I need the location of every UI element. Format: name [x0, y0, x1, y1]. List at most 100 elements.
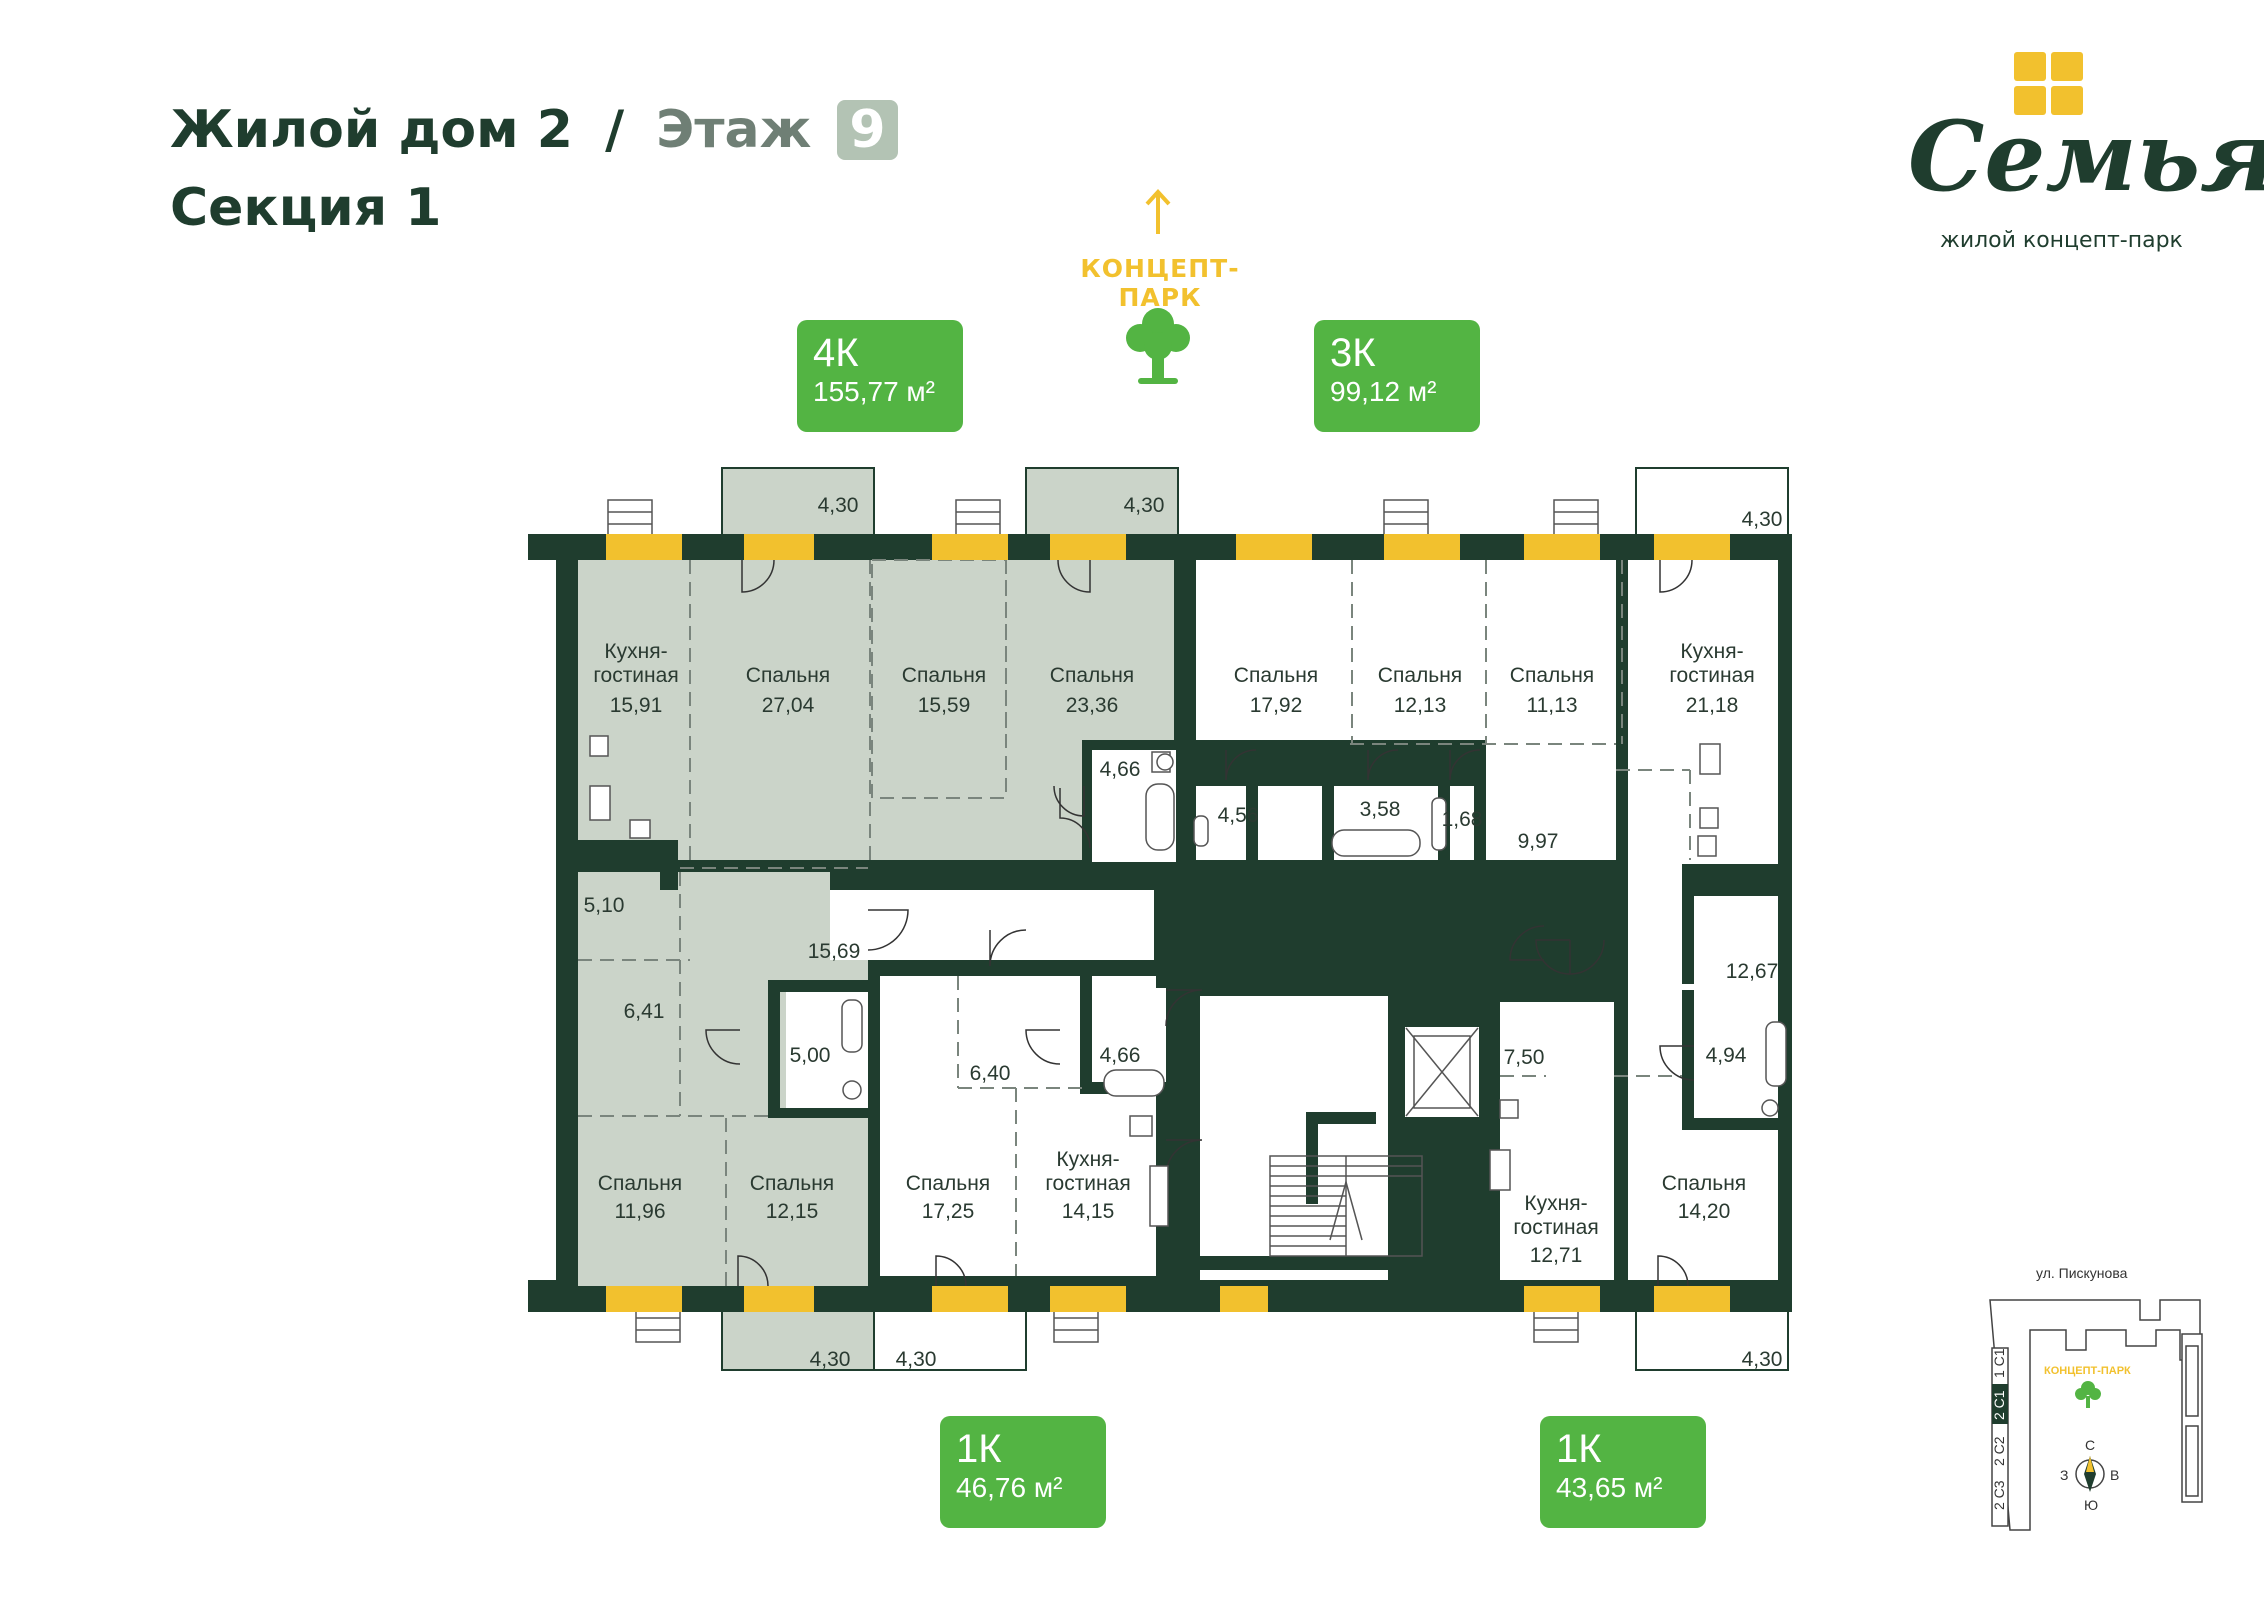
apartment-area: 99,12 м² — [1330, 376, 1437, 407]
room-area: 12,15 — [766, 1200, 819, 1223]
apartment-badge-3k[interactable]: 3К 99,12 м² — [1314, 320, 1480, 432]
compass-icon — [2075, 1456, 2105, 1492]
logo-mark-icon — [2014, 52, 2084, 116]
area-label: 3,58 — [1360, 798, 1401, 821]
page-title: Жилой дом 2 / Этаж 9 — [170, 100, 898, 160]
minimap-section-4: 2 С3 — [1991, 1480, 2007, 1510]
room-name: гостиная — [1669, 664, 1754, 687]
room-name: гостиная — [1045, 1172, 1130, 1195]
park-direction-label: КОНЦЕПТ-ПАРК — [1080, 254, 1240, 312]
room-area: 17,92 — [1250, 694, 1303, 717]
balcony-area: 4,30 — [1742, 508, 1783, 531]
minimap-section-1: 1 С1 — [1991, 1348, 2007, 1378]
room-area: 11,96 — [615, 1200, 666, 1223]
balcony-area: 4,30 — [810, 1348, 851, 1371]
area-label: 12,67 — [1726, 960, 1779, 983]
balconies-top — [721, 467, 1789, 539]
windows — [606, 534, 1730, 1312]
room-name: Спальня — [1662, 1172, 1746, 1195]
apartment-badge-1k-left[interactable]: 1К 46,76 м² — [940, 1416, 1106, 1528]
room-labels: Кухня- гостиная 15,91 Спальня 27,04 Спал… — [593, 640, 1754, 1267]
balcony-labels: 4,30 4,30 4,30 4,30 4,30 4,30 — [810, 494, 1783, 1371]
left-wall-notch — [528, 560, 558, 1280]
room-name: Кухня- — [1056, 1148, 1119, 1171]
apartment-badge-4k[interactable]: 4К 155,77 м² — [797, 320, 963, 432]
elevator-shaft — [1399, 1021, 1485, 1123]
minimap-section-2: 2 С1 — [1991, 1390, 2007, 1420]
room-name: Спальня — [902, 664, 986, 687]
compass-west: З — [2060, 1467, 2068, 1483]
apartment-area: 43,65 м² — [1556, 1472, 1663, 1503]
logo-name: Семья — [1908, 100, 2264, 213]
room-name: Спальня — [750, 1172, 834, 1195]
area-label: 9,97 — [1518, 830, 1559, 853]
zone-dividers — [578, 559, 1691, 1286]
compass-north: С — [2085, 1437, 2095, 1453]
room-name: Кухня- — [1680, 640, 1743, 663]
balcony-area: 4,30 — [818, 494, 859, 517]
area-label: 5,10 — [584, 894, 625, 917]
apartment-type: 4К — [813, 331, 859, 375]
tree-icon — [1126, 308, 1190, 384]
balcony-area: 4,30 — [1124, 494, 1165, 517]
title-separator: / — [605, 100, 625, 160]
floor-number-badge: 9 — [837, 100, 898, 160]
area-label: 6,41 — [624, 1000, 665, 1023]
room-area: 11,13 — [1527, 694, 1578, 717]
compass-east: В — [2110, 1467, 2119, 1483]
room-name: гостиная — [593, 664, 678, 687]
minimap-tree-icon — [2075, 1381, 2101, 1408]
balcony-area: 4,30 — [1742, 1348, 1783, 1371]
area-label: 4,94 — [1706, 1044, 1747, 1067]
room-area: 23,36 — [1066, 694, 1119, 717]
arrow-up-icon — [1145, 189, 1171, 234]
room-name: Спальня — [1234, 664, 1318, 687]
room-name: гостиная — [1513, 1216, 1598, 1239]
apartment-type: 3К — [1330, 331, 1376, 375]
building-name: Жилой дом 2 — [170, 100, 573, 160]
room-name: Спальня — [746, 664, 830, 687]
room-area: 17,25 — [922, 1200, 975, 1223]
minimap-park-label: КОНЦЕПТ-ПАРК — [2044, 1365, 2131, 1377]
apartment-area: 46,76 м² — [956, 1472, 1063, 1503]
room-area: 27,04 — [762, 694, 815, 717]
apartment-badge-1k-right[interactable]: 1К 43,65 м² — [1540, 1416, 1706, 1528]
room-area: 15,91 — [610, 694, 663, 717]
doors — [705, 559, 1695, 1287]
apartment-area: 155,77 м² — [813, 376, 935, 407]
room-area: 14,15 — [1062, 1200, 1115, 1223]
room-area: 12,71 — [1530, 1244, 1583, 1267]
area-label: 1,68 — [1442, 808, 1483, 831]
room-name: Кухня- — [1524, 1192, 1587, 1215]
room-area: 12,13 — [1394, 694, 1447, 717]
stairs — [1269, 1155, 1423, 1257]
area-label: 5,00 — [790, 1044, 831, 1067]
area-label: 4,56 — [1218, 804, 1259, 827]
area-label: 7,50 — [1504, 1046, 1545, 1069]
room-area: 14,20 — [1678, 1200, 1731, 1223]
section-title: Секция 1 — [170, 178, 442, 238]
apartment-type: 1К — [956, 1427, 1002, 1471]
room-name: Спальня — [906, 1172, 990, 1195]
room-name: Спальня — [1378, 664, 1462, 687]
balcony-area: 4,30 — [896, 1348, 937, 1371]
area-label: 6,40 — [970, 1062, 1011, 1085]
compass-south: Ю — [2084, 1497, 2098, 1513]
floor-label: Этаж — [656, 100, 812, 160]
room-name: Спальня — [598, 1172, 682, 1195]
area-labels: 4,66 4,56 3,58 1,68 9,97 5,10 15,69 6,41… — [584, 758, 1779, 1085]
area-label: 4,66 — [1100, 1044, 1141, 1067]
section-minimap: ул. Пискунова 1 С1 2 С1 2 С2 2 С3 КОНЦЕП… — [1989, 1265, 2203, 1531]
room-name: Спальня — [1050, 664, 1134, 687]
area-label: 4,66 — [1100, 758, 1141, 781]
room-name: Кухня- — [604, 640, 667, 663]
street-label: ул. Пискунова — [2036, 1265, 2128, 1281]
room-name: Спальня — [1510, 664, 1594, 687]
bath-fixtures — [589, 735, 1787, 1227]
balconies-bottom — [721, 1305, 1789, 1371]
logo-tagline: жилой концепт-парк — [1940, 228, 2183, 253]
apartment-type: 1К — [1556, 1427, 1602, 1471]
area-label: 15,69 — [808, 940, 861, 963]
room-area: 21,18 — [1686, 694, 1739, 717]
